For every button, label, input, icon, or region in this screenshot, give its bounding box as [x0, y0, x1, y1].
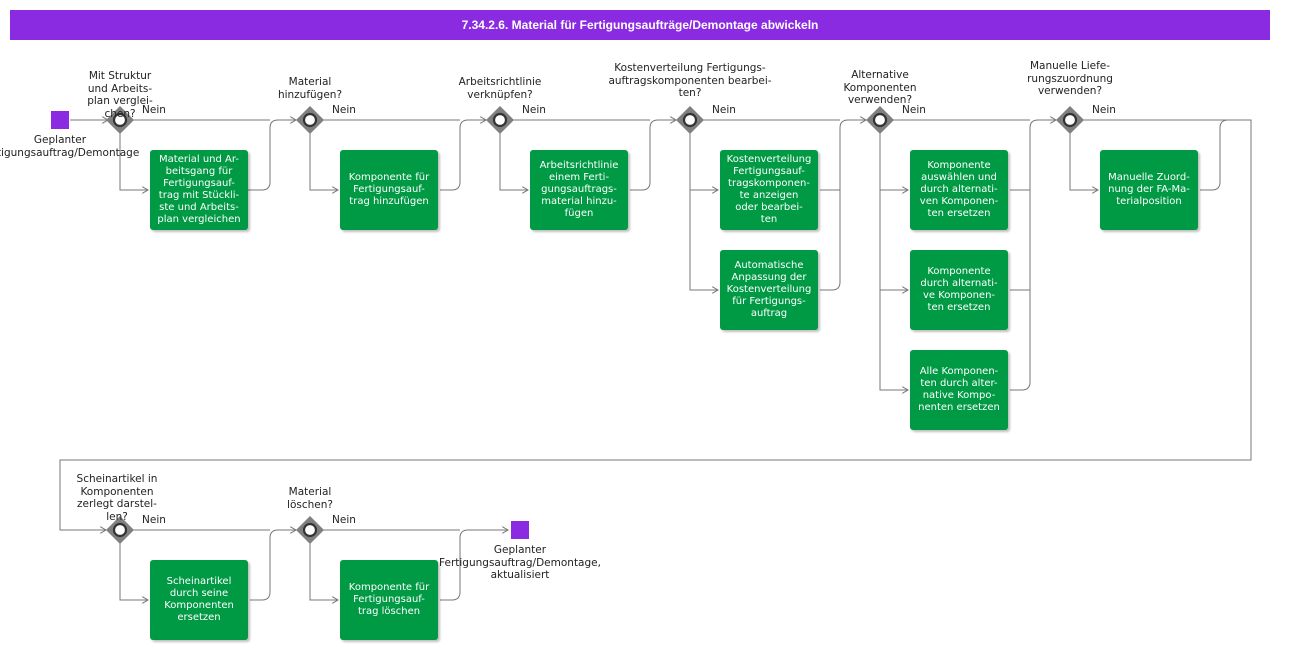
- no-branch-label: Nein: [332, 514, 356, 526]
- start-event-label: Geplanter Fertigungsauftrag/Demontage: [0, 134, 140, 159]
- task-select-replace-component[interactable]: Komponente auswählen und durch alternati…: [910, 150, 1008, 230]
- gateway-question: Material löschen?: [287, 486, 333, 511]
- task-add-guideline[interactable]: Arbeitsrichtlinie einem Ferti- gungsauft…: [530, 150, 628, 230]
- no-branch-label: Nein: [142, 104, 166, 116]
- gateway-alternative-components: [866, 106, 894, 134]
- task-replace-component[interactable]: Komponente durch alternati- ve Komponen-…: [910, 250, 1008, 330]
- gateway-manual-assignment: [1056, 106, 1084, 134]
- gateway-delete-material: [296, 516, 324, 544]
- no-branch-label: Nein: [332, 104, 356, 116]
- gateway-question: Alternative Komponenten verwenden?: [843, 69, 917, 106]
- start-event: [51, 111, 69, 129]
- gateway-structure-compare: [106, 106, 134, 134]
- gateway-question: Mit Struktur und Arbeits- plan verglei- …: [87, 70, 153, 120]
- gateway-cost-distribution: [676, 106, 704, 134]
- diagram-title: 7.34.2.6. Material für Fertigungsaufträg…: [10, 10, 1270, 40]
- no-branch-label: Nein: [712, 104, 736, 116]
- task-replace-phantom[interactable]: Scheinartikel durch seine Komponenten er…: [150, 560, 248, 640]
- task-replace-all-components[interactable]: Alle Komponen- ten durch alter- native K…: [910, 350, 1008, 430]
- task-delete-component[interactable]: Komponente für Fertigungsauf- trag lösch…: [340, 560, 438, 640]
- no-branch-label: Nein: [1092, 104, 1116, 116]
- task-edit-cost-distribution[interactable]: Kostenverteilung Fertigungsauf- tragskom…: [720, 150, 818, 230]
- task-manual-assignment[interactable]: Manuelle Zuord- nung der FA-Ma- terialpo…: [1100, 150, 1198, 230]
- gateway-phantom-items: [106, 516, 134, 544]
- task-compare-material[interactable]: Material und Ar- beitsgang für Fertigung…: [150, 150, 248, 230]
- task-add-component[interactable]: Komponente für Fertigungsauf- trag hinzu…: [340, 150, 438, 230]
- end-event: [511, 521, 529, 539]
- gateway-link-guideline: [486, 106, 514, 134]
- no-branch-label: Nein: [142, 514, 166, 526]
- gateway-question: Scheinartikel in Komponenten zerlegt dar…: [76, 473, 158, 523]
- end-event-label: Geplanter Fertigungsauftrag/Demontage, a…: [439, 544, 601, 581]
- gateway-question: Arbeitsrichtlinie verknüpfen?: [458, 76, 542, 101]
- gateway-add-material: [296, 106, 324, 134]
- no-branch-label: Nein: [902, 104, 926, 116]
- no-branch-label: Nein: [522, 104, 546, 116]
- gateway-question: Material hinzufügen?: [277, 76, 343, 101]
- task-auto-cost-adjustment[interactable]: Automatische Anpassung der Kostenverteil…: [720, 250, 818, 330]
- gateway-question: Kostenverteilung Fertigungs- auftragskom…: [608, 62, 772, 99]
- gateway-question: Manuelle Liefe- rungszuordnung verwenden…: [1027, 60, 1113, 97]
